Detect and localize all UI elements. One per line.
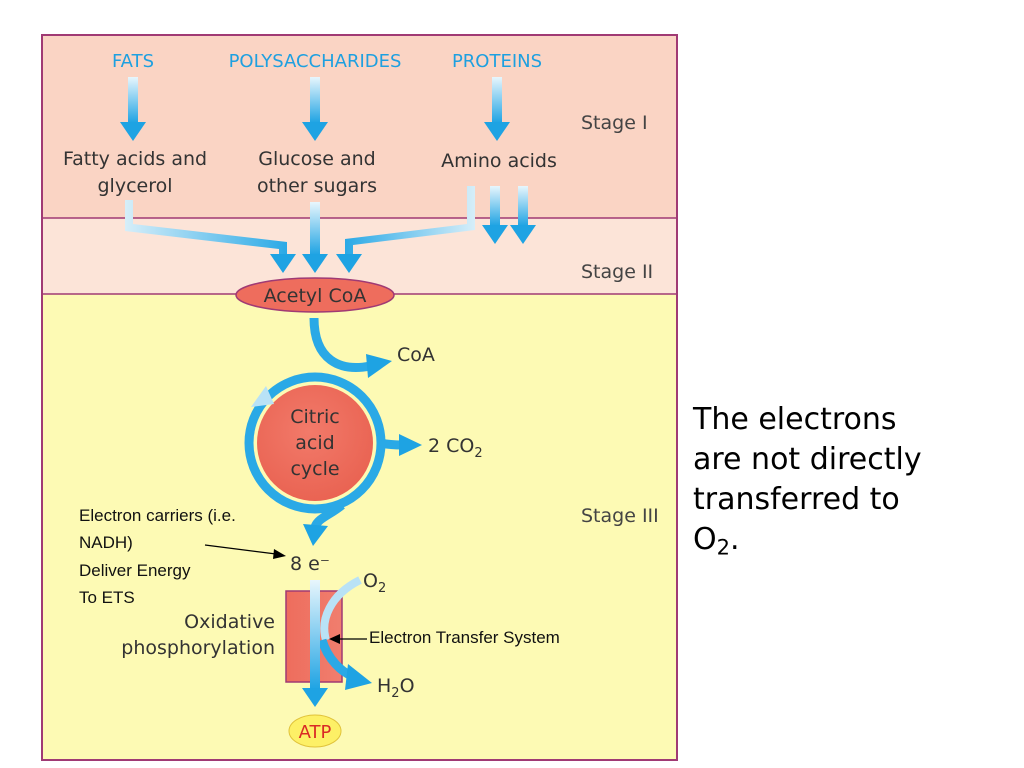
atp-arrow-head: [302, 688, 328, 707]
h2o-base2: O: [400, 675, 415, 697]
coa-arrow-head: [366, 354, 392, 378]
citric-line3: cycle: [290, 458, 339, 480]
co2-subscript: 2: [474, 446, 482, 461]
co2-arrow-head: [399, 434, 422, 456]
o2-base: O: [363, 570, 378, 592]
arrow-fats-head: [120, 122, 146, 141]
arrow-amino-bypass-1-head: [482, 225, 508, 244]
o2-input-path: [320, 576, 362, 642]
side-note-period: .: [730, 522, 740, 557]
coa-release-arrow: [309, 317, 392, 378]
annotation-carriers-pointer: [204, 544, 277, 555]
arrow-proteins-head: [484, 122, 510, 141]
arrow-proteins-shaft: [492, 77, 502, 123]
arrow-fatty-to-acetyl-head: [270, 254, 296, 273]
acetyl-to-coa-path: [309, 317, 371, 372]
diagram-border: [41, 34, 678, 761]
acetyl-coa-label: Acetyl CoA: [264, 285, 367, 307]
citric-cycle-node: [257, 385, 373, 501]
arrow-amino-bypass-2-head: [510, 225, 536, 244]
acetyl-coa-node: [235, 277, 395, 313]
arrow-amino-to-acetyl: [345, 186, 475, 255]
side-note: The electrons are not directly transferr…: [693, 400, 1013, 560]
product-amino-acids: Amino acids: [441, 150, 557, 172]
product-fatty-acids-line1: Fatty acids and: [63, 148, 207, 170]
stage2-label: Stage II: [581, 261, 653, 283]
co2-prefix: 2 CO: [428, 435, 474, 457]
annotation-ets-pointer-head: [329, 634, 340, 644]
cycle-to-electrons-path: [310, 501, 345, 529]
electrons-label: 8 e⁻: [290, 553, 330, 575]
arrow-amino-to-acetyl-head: [336, 254, 362, 273]
h2o-base1: H: [377, 675, 391, 697]
arrow-fatty-to-acetyl: [125, 200, 287, 255]
annotation-ets: Electron Transfer System: [369, 628, 560, 647]
side-note-line3: transferred to: [693, 482, 900, 517]
co2-label: 2 CO2: [428, 435, 483, 461]
source-fats: FATS: [112, 51, 154, 72]
ets-flow-shaft: [310, 580, 320, 690]
stage-backgrounds: [41, 34, 678, 761]
product-glucose-line2: other sugars: [257, 175, 377, 197]
side-note-line2: are not directly: [693, 442, 922, 477]
source-proteins: PROTEINS: [452, 51, 542, 72]
electrons-arrow-head: [303, 524, 328, 546]
atp-node: [288, 714, 342, 748]
stage1-panel: [42, 35, 677, 218]
arrow-polysaccharides-head: [302, 122, 328, 141]
arrow-polysaccharides-shaft: [310, 77, 320, 123]
citric-line2: acid: [295, 432, 334, 454]
oxidative-line2: phosphorylation: [121, 637, 275, 659]
arrow-amino-bypass-1-shaft: [490, 186, 500, 226]
annotation-carriers-line1: Electron carriers (i.e.: [79, 506, 236, 525]
stage1-label: Stage I: [581, 112, 648, 134]
product-fatty-acids-line2: glycerol: [97, 175, 172, 197]
stage3-label: Stage III: [581, 505, 659, 527]
arrow-fats-shaft: [128, 77, 138, 123]
side-note-o-subscript: 2: [716, 535, 730, 560]
h2o-arrow-head: [345, 664, 372, 690]
side-note-o: O: [693, 522, 717, 557]
electron-arrow: [303, 501, 345, 546]
coa-label: CoA: [397, 344, 435, 366]
stage1-arrows: [120, 77, 510, 141]
h2o-label: H2O: [377, 675, 415, 701]
stage2-arrows: [125, 186, 536, 273]
citric-line1: Citric: [290, 406, 340, 428]
co2-release-arrow: [380, 434, 422, 456]
arrow-glucose-to-acetyl-shaft: [310, 202, 320, 255]
arrow-glucose-to-acetyl-head: [302, 254, 328, 273]
o2-label: O2: [363, 570, 386, 596]
side-note-line1: The electrons: [693, 402, 897, 437]
annotation-carriers-pointer-head: [273, 549, 286, 559]
o2-subscript: 2: [378, 581, 386, 596]
oxidative-line1: Oxidative: [184, 611, 275, 633]
annotation-carriers-line4: To ETS: [79, 588, 135, 607]
cycle-arrow-head: [251, 386, 274, 407]
annotation-carriers-line3: Deliver Energy: [79, 561, 191, 580]
arrow-amino-bypass-2-shaft: [518, 186, 528, 226]
product-glucose-line1: Glucose and: [258, 148, 376, 170]
h2o-subscript: 2: [391, 686, 399, 701]
source-polysaccharides: POLYSACCHARIDES: [229, 51, 402, 72]
cycle-to-co2-path: [380, 438, 403, 450]
annotation-carriers-line2: NADH): [79, 533, 133, 552]
atp-label: ATP: [299, 722, 332, 743]
